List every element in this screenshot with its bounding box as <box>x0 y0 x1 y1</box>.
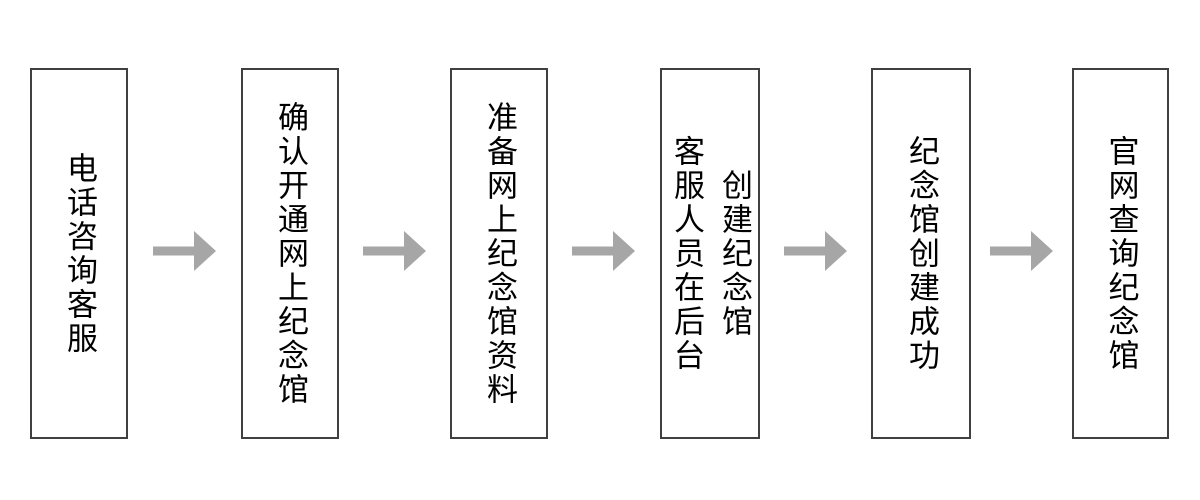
flow-step-phone-consult: 电话咨询客服 <box>30 68 128 439</box>
flow-step-backend-create: 客服人员在后台 创建纪念馆 <box>660 68 760 439</box>
right-arrow-icon <box>153 231 216 271</box>
right-arrow-shape <box>153 231 216 271</box>
flow-step-label: 客服人员在后台 创建纪念馆 <box>669 134 752 373</box>
flow-step-confirm-open: 确认开通网上纪念馆 <box>241 68 339 439</box>
flow-step-label: 纪念馆创建成功 <box>904 134 939 373</box>
right-arrow-icon <box>363 231 426 271</box>
right-arrow-shape <box>363 231 426 271</box>
flow-step-official-site-query: 官网查询纪念馆 <box>1072 68 1169 439</box>
flow-step-prepare-materials: 准备网上纪念馆资料 <box>450 68 548 439</box>
flow-step-label: 准备网上纪念馆资料 <box>482 100 517 407</box>
right-arrow-shape <box>784 231 847 271</box>
flow-step-label: 确认开通网上纪念馆 <box>273 100 308 407</box>
flow-step-create-success: 纪念馆创建成功 <box>871 68 971 439</box>
right-arrow-shape <box>572 231 635 271</box>
right-arrow-icon <box>572 231 635 271</box>
right-arrow-icon <box>784 231 847 271</box>
right-arrow-shape <box>990 231 1053 271</box>
flow-step-label: 官网查询纪念馆 <box>1103 134 1139 373</box>
flow-step-label: 电话咨询客服 <box>62 151 97 356</box>
right-arrow-icon <box>990 231 1053 271</box>
